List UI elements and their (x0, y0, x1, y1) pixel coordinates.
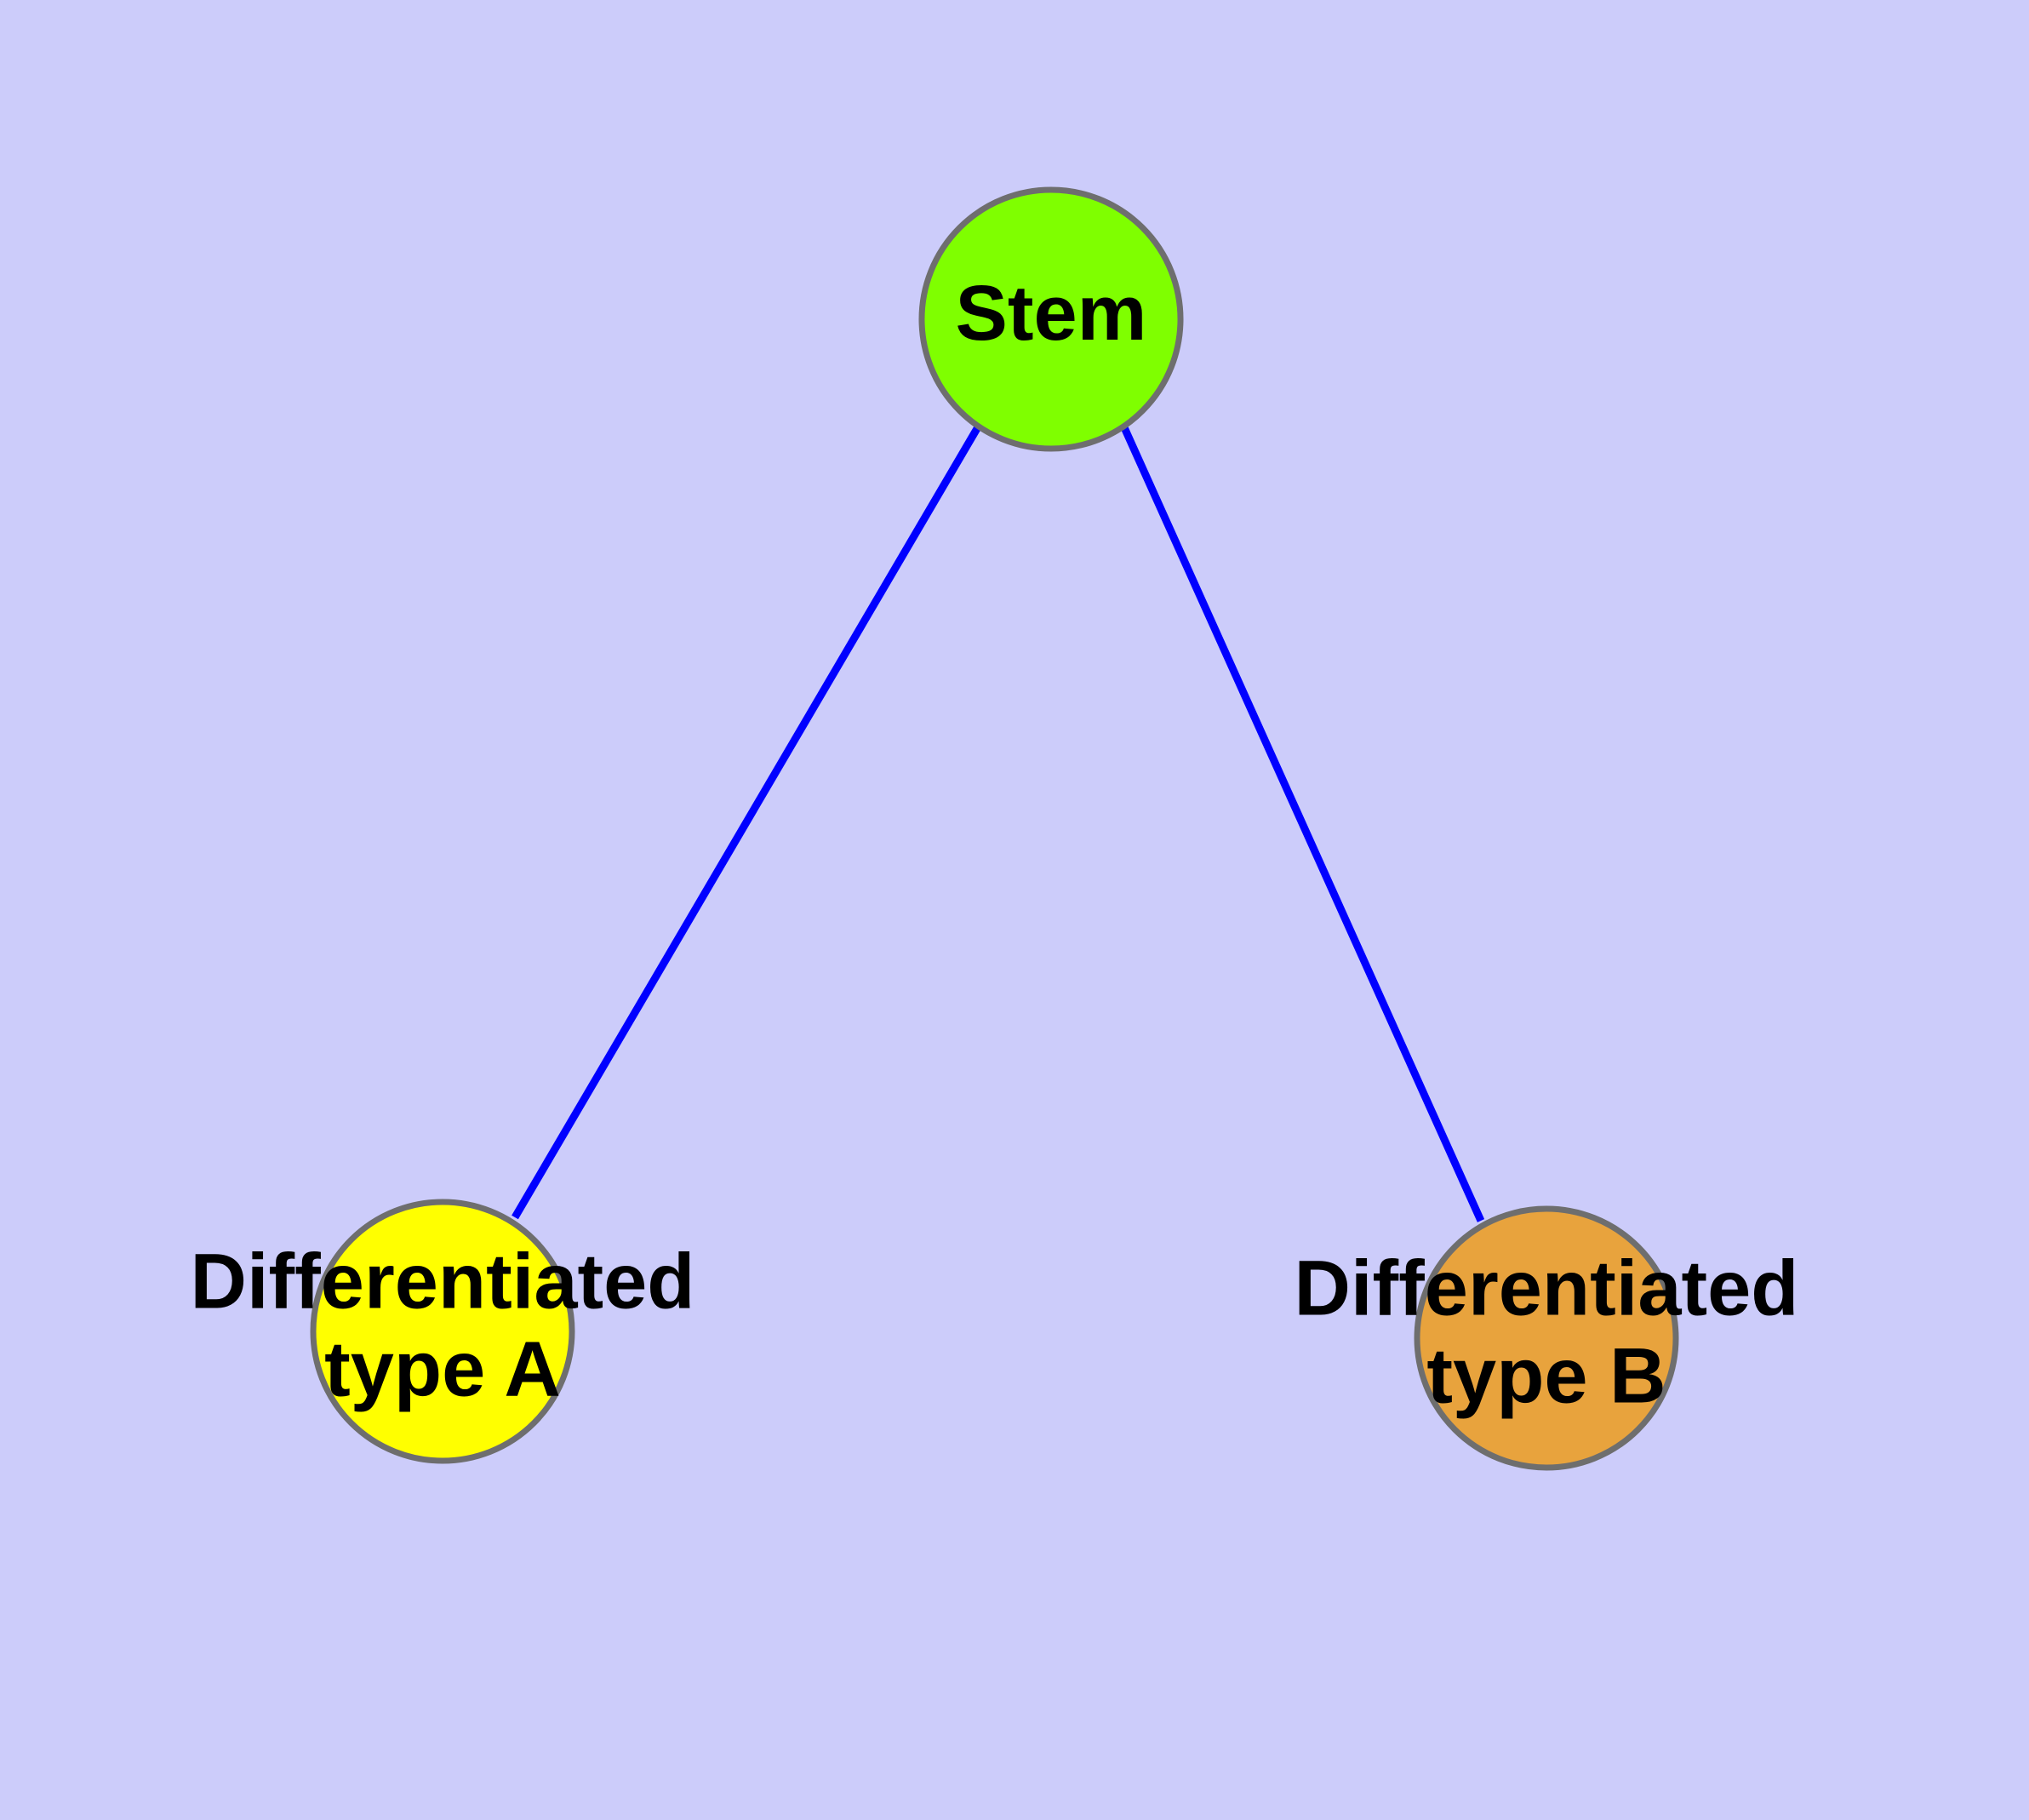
node-stem-circle[interactable] (918, 186, 1184, 452)
edge-stem-to-differentiated-type-b[interactable] (1119, 424, 1485, 1222)
node-label-line: Differentiated (191, 1239, 695, 1325)
node-differentiated-type-b-circle[interactable] (1414, 1205, 1679, 1471)
node-label-line: type A (324, 1326, 561, 1413)
edges-group (512, 423, 1485, 1222)
node-label-line: type B (1426, 1333, 1666, 1420)
node-stem-label: Stem (956, 270, 1147, 357)
node-stem[interactable]: Stem (918, 186, 1184, 452)
node-differentiated-type-a-circle[interactable] (310, 1199, 575, 1464)
edge-stem-to-differentiated-type-a[interactable] (512, 423, 982, 1220)
node-label-line: Stem (956, 270, 1147, 357)
node-label-line: Differentiated (1295, 1245, 1799, 1332)
